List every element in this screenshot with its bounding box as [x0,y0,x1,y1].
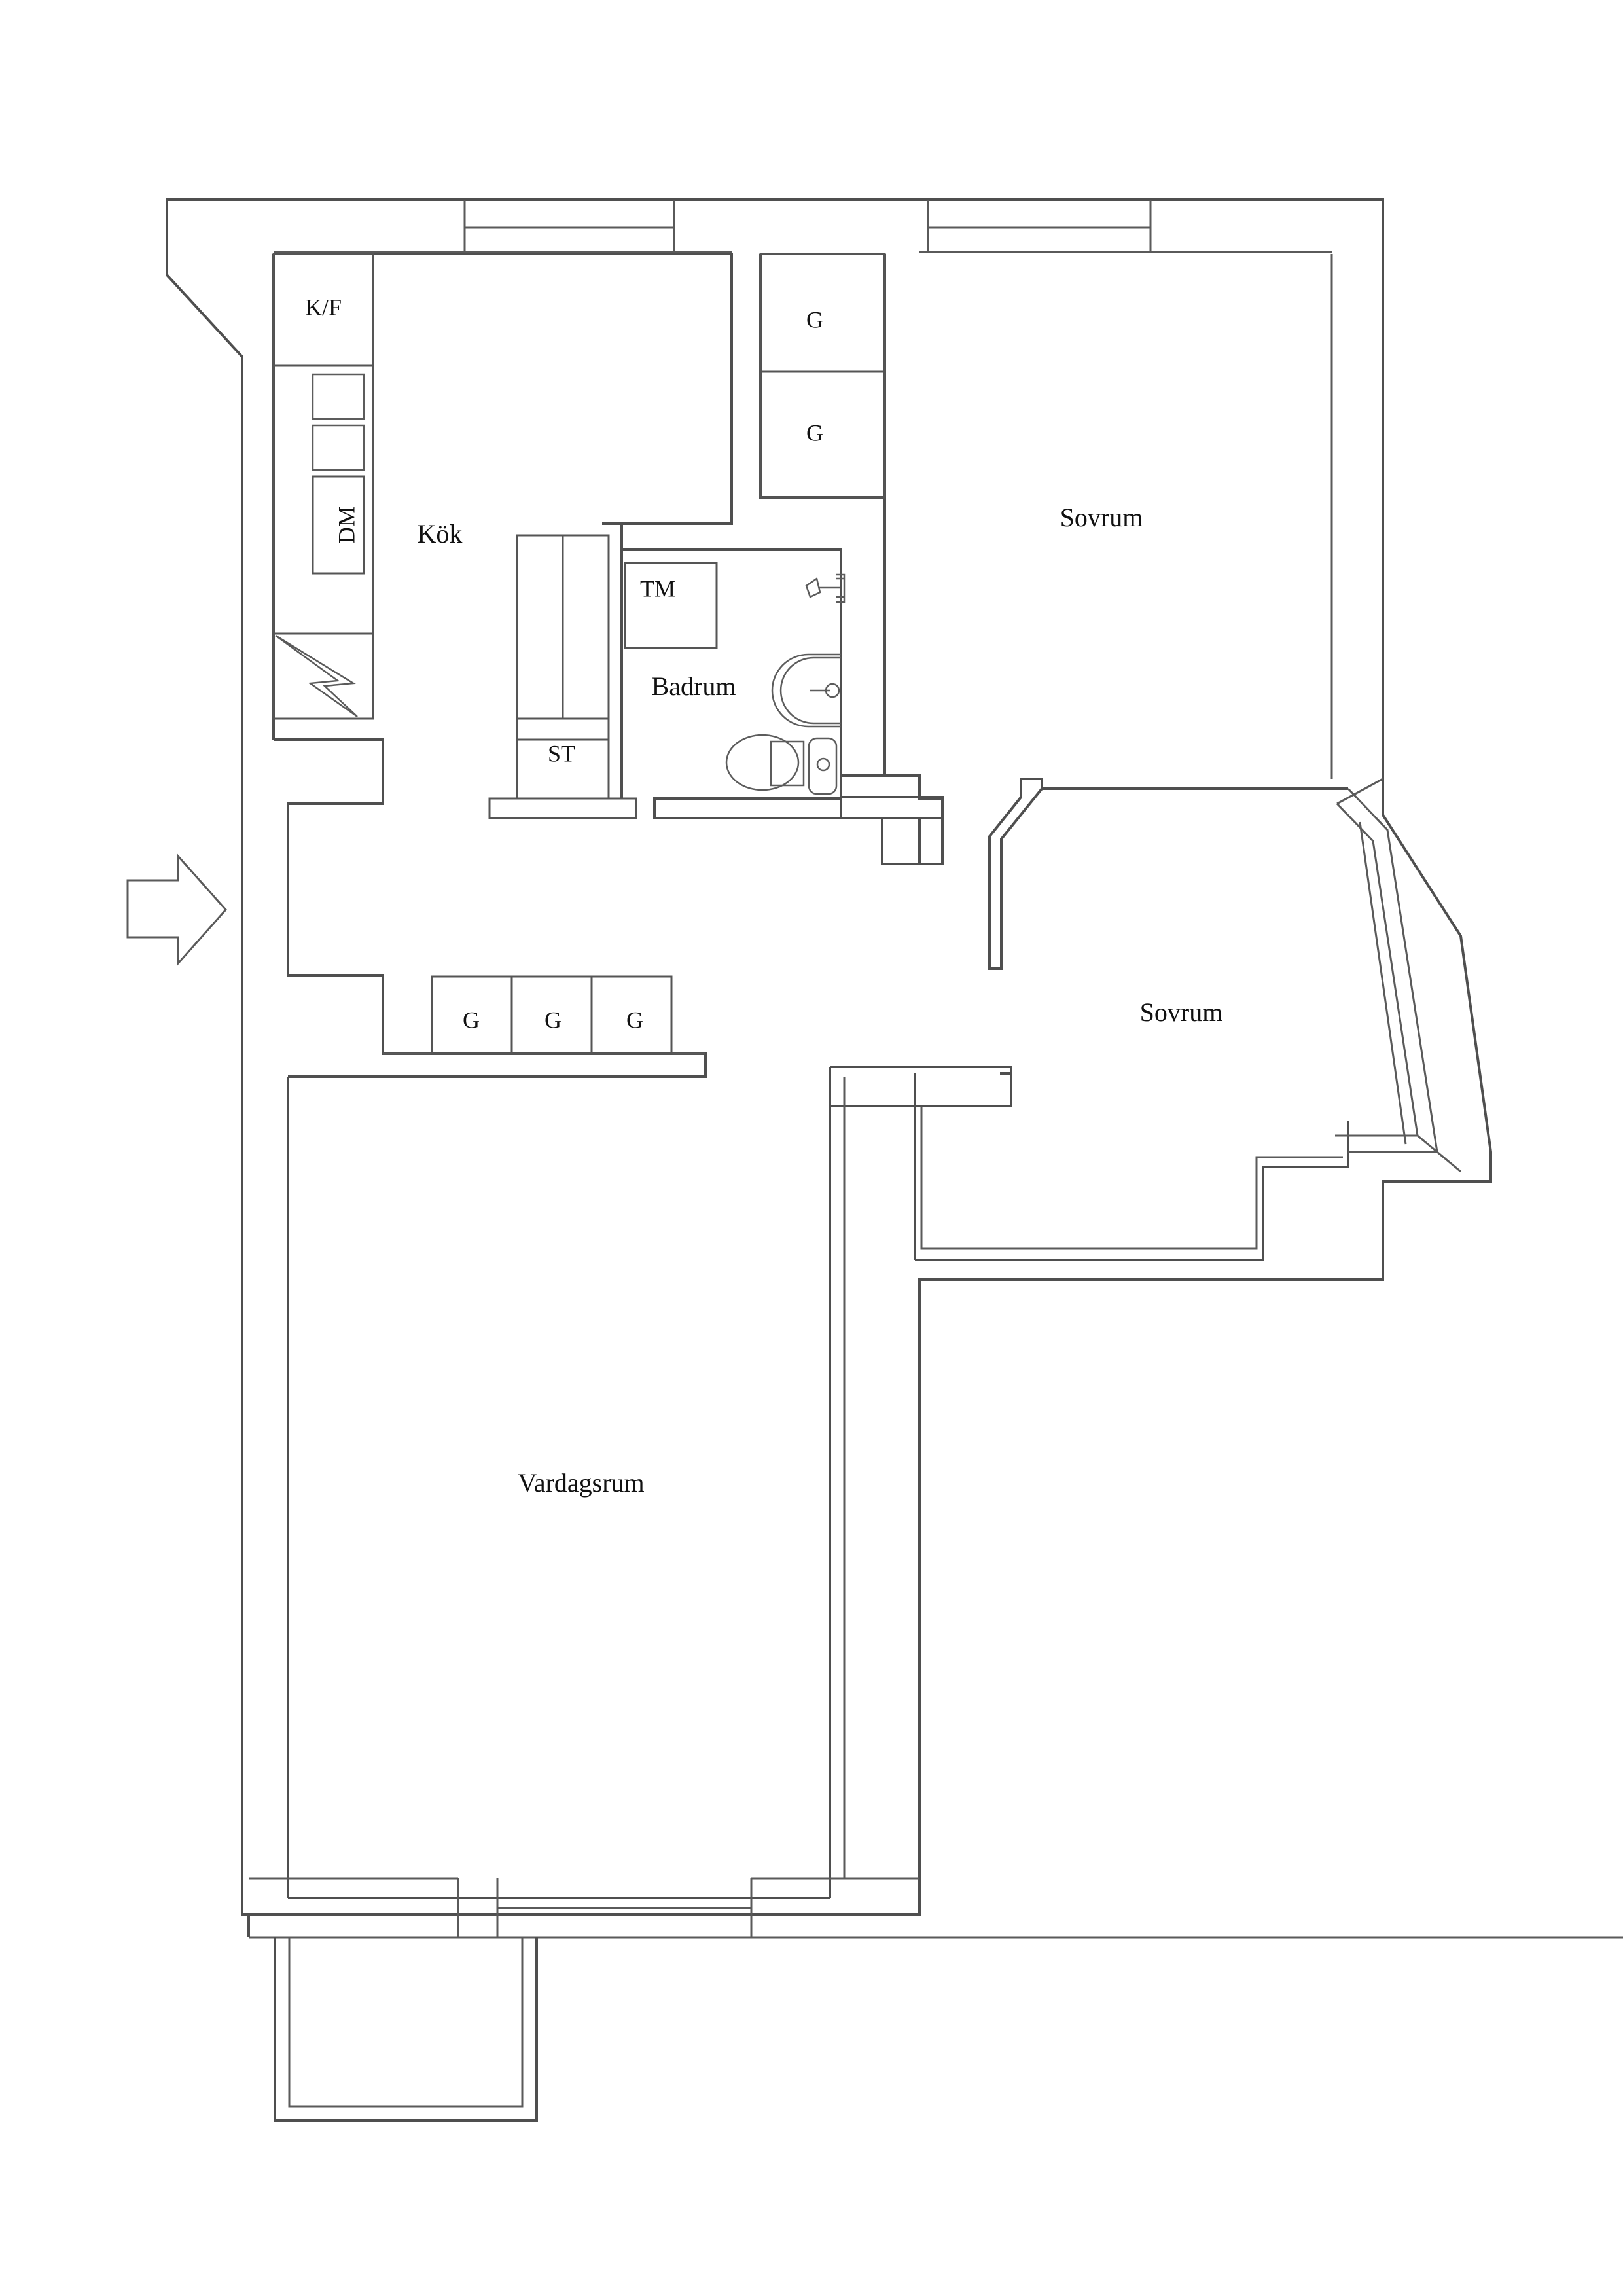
room-bathroom [622,548,944,865]
room-label-kitchen: Kök [418,519,463,548]
balcony [247,1914,538,2122]
room-kitchen [272,253,733,851]
kitchen-cabinet-run [272,253,374,720]
room-label-bedroom-2: Sovrum [1140,997,1223,1027]
window-living-room-south [457,1878,753,1939]
room-label-bedroom-1: Sovrum [1060,503,1143,532]
fixture-label-dishwasher: DM [333,506,359,544]
washbasin-fixture [771,653,841,728]
wardrobe-group-hall [431,975,673,1055]
entrance-direction-arrow[interactable] [126,853,228,966]
shower-mixer-fixture [805,573,846,603]
fixture-labels: K/F DM TM ST [305,294,675,766]
room-bedroom-1 [759,254,1333,797]
wardrobe-group-bedroom-1 [759,253,886,499]
room-label-bathroom: Badrum [652,672,736,701]
window-kitchen-north [463,200,675,253]
bay-window-east [1335,778,1461,1173]
room-bedroom-2 [829,778,1349,1261]
wardrobe-label-bedroom-1-upper: G [806,306,823,332]
wardrobe-labels: G G G G G [463,306,823,1033]
room-labels: Kök Badrum Sovrum Sovrum Vardagsrum [418,503,1223,1498]
closet-st [488,524,637,819]
fixture-label-fridge-freezer: K/F [305,294,342,320]
wardrobe-label-hall-2: G [544,1007,562,1033]
room-living-room [287,1067,846,1899]
wardrobe-label-bedroom-1-lower: G [806,420,823,446]
fixture-label-washing-machine: TM [640,575,675,601]
toilet-fixture [725,734,838,795]
fixture-label-cleaning-closet: ST [548,740,575,766]
wardrobe-label-hall-1: G [463,1007,480,1033]
washing-machine [624,562,718,649]
room-label-living-room: Vardagsrum [518,1468,644,1498]
wardrobe-label-hall-3: G [626,1007,643,1033]
living-room-south-wall-band [249,1877,1623,1939]
electric-stove-symbol [275,634,358,718]
outer-wall-envelope [166,198,1492,1916]
window-bedroom1-north [927,200,1152,253]
hall-corridor [287,851,707,1106]
